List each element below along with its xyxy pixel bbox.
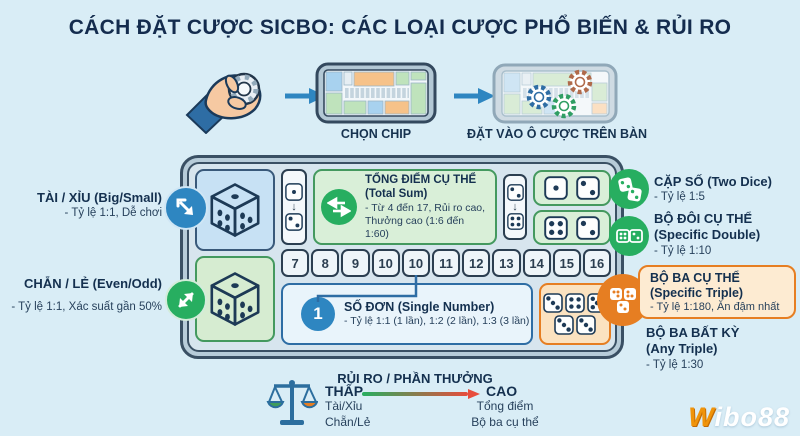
sum-number-cell: 12 [462,249,491,277]
sicbo-board: ↓ TỔNG ĐIỂM CỤ THỂ (Total Sum) - Từ [180,155,624,359]
sum-number-cell: 13 [492,249,521,277]
flow-arrow-icon [454,88,495,104]
bet-board-icon [492,63,618,124]
even-odd-annotation: CHẴN / LẺ (Even/Odd) - Tỷ lệ 1:1, Xác su… [0,276,162,315]
even-odd-title: CHẴN / LẺ (Even/Odd) [24,276,162,291]
single-number-detail: - Tỷ lệ 1:1 (1 lần), 1:2 (2 lần), 1:3 (3… [344,315,530,328]
even-odd-cell [195,256,275,342]
total-sum-line1: - Từ 4 đến 17, Rủi ro cao, [365,201,486,214]
down-arrow-icon: ↓ [512,201,518,213]
single-number-title: SỐ ĐƠN (Single Number) [344,299,495,314]
logo-suffix: ibo88 [714,402,790,432]
sum-number-cell: 10 [371,249,400,277]
any-triple-title: BỘ BA BẤT KỲ [646,325,740,340]
risk-low-label: THẤP [325,383,364,399]
specific-double-annotation: BỘ ĐÔI CỤ THỂ (Specific Double) - Tỷ lệ … [654,211,760,258]
sum-number-cell: 8 [311,249,340,277]
hand-chip-icon [185,72,262,134]
big-small-annotation: TÀI / XỈU (Big/Small) - Tỷ lệ 1:1, Dễ ch… [0,190,162,221]
risk-low-item: Chẵn/Lẻ [325,414,371,429]
risk-gradient-arrow [362,389,480,399]
die-face-1 [544,176,568,200]
single-number-badge: 1 [301,297,335,331]
big-small-detail: - Tỷ lệ 1:1, Dễ chơi [64,207,162,220]
scale-icon [266,380,318,425]
total-sum-title: TỔNG ĐIỂM CỤ THỂ [365,173,477,186]
die-face-3 [576,315,596,335]
two-dice-detail: - Tỷ lệ 1:5 [654,191,705,204]
die-face-3 [554,315,574,335]
die-face-1 [285,183,303,201]
die-face-2 [506,184,524,201]
total-sum-line2: Thưởng cao (1:6 đến 1:60) [365,214,465,240]
die-face-2 [285,213,303,231]
dice-ladder-right: ↓ [503,174,527,240]
any-triple-detail: - Tỷ lệ 1:30 [646,358,704,371]
die-face-4 [506,213,524,230]
chip-board-icon [315,62,437,124]
specific-triple-title: BỘ BA CỤ THỂ [650,271,740,285]
down-arrow-icon: ↓ [291,201,297,213]
two-dice-icon [609,169,649,209]
specific-double-detail: - Tỷ lệ 1:10 [654,244,712,257]
two-dice-title: CẶP SỐ (Two Dice) [654,174,772,189]
risk-high-label: CAO [486,383,518,399]
dice-3d-icon [210,183,260,237]
logo-prefix: W [688,402,715,432]
die-face-2 [576,176,600,200]
sum-number-cell: 10 [401,249,430,277]
risk-high-item: Bộ ba cụ thể [471,414,539,429]
two-dice-annotation: CẶP SỐ (Two Dice) - Tỷ lệ 1:5 [654,174,772,205]
risk-high-item: Tổng điểm [476,399,534,413]
dice-ladder-left: ↓ [281,169,307,245]
specific-triple-detail: - Tỷ lệ 1:180, Ăn đậm nhất [650,301,780,313]
big-small-icon [164,186,208,230]
big-small-title: TÀI / XỈU (Big/Small) [37,190,162,205]
any-triple-subtitle: (Any Triple) [646,341,718,357]
die-face-4 [565,293,585,313]
page-title: CÁCH ĐẶT CƯỢC SICBO: CÁC LOẠI CƯỢC PHỔ B… [68,16,732,39]
any-triple-annotation: BỘ BA BẤT KỲ (Any Triple) - Tỷ lệ 1:30 [646,325,739,372]
double-combo-cell [533,210,611,245]
die-face-2 [576,215,600,240]
die-face-4 [544,215,568,240]
two-dice-combo-cell [533,170,611,206]
sum-number-cell: 16 [582,249,612,277]
big-small-cell [195,169,275,251]
risk-reward-title: RỦI RO / PHẦN THƯỞNG [337,371,493,386]
dice-3d-icon [210,272,260,326]
choose-chip-label: CHỌN CHIP [340,127,412,141]
die-face-3 [543,293,563,313]
specific-double-title: BỘ ĐÔI CỤ THỂ [654,211,753,226]
total-sum-icon [321,189,357,225]
risk-low-item: Tài/Xỉu [325,399,363,413]
single-number-panel: 1 SỐ ĐƠN (Single Number) - Tỷ lệ 1:1 (1 … [281,283,533,345]
total-sum-panel: TỔNG ĐIỂM CỤ THỂ (Total Sum) - Từ 4 đến … [313,169,497,245]
place-bet-label: ĐẶT VÀO Ô CƯỢC TRÊN BÀN [466,127,648,141]
sum-number-cell: 7 [281,249,310,277]
specific-double-icon [609,216,649,256]
specific-double-subtitle: (Specific Double) [654,227,761,243]
wibo88-logo: Wibo88 [688,402,790,433]
specific-triple-annotation: BỘ BA CỤ THỂ (Specific Triple) - Tỷ lệ 1… [638,265,796,319]
even-odd-icon [165,279,207,321]
sum-number-cell: 9 [341,249,370,277]
sum-number-cell: 15 [552,249,581,277]
even-odd-detail: - Tỷ lệ 1:1, Xác suất gần 50% [11,301,162,314]
placed-chip-icon [526,69,593,119]
specific-triple-subtitle: (Specific Triple) [650,286,744,300]
sum-number-cell: 14 [522,249,551,277]
sum-number-cell: 11 [431,249,461,277]
sicbo-board-inner: ↓ TỔNG ĐIỂM CỤ THỂ (Total Sum) - Từ [187,162,617,352]
total-sum-subtitle: (Total Sum) [365,188,428,201]
